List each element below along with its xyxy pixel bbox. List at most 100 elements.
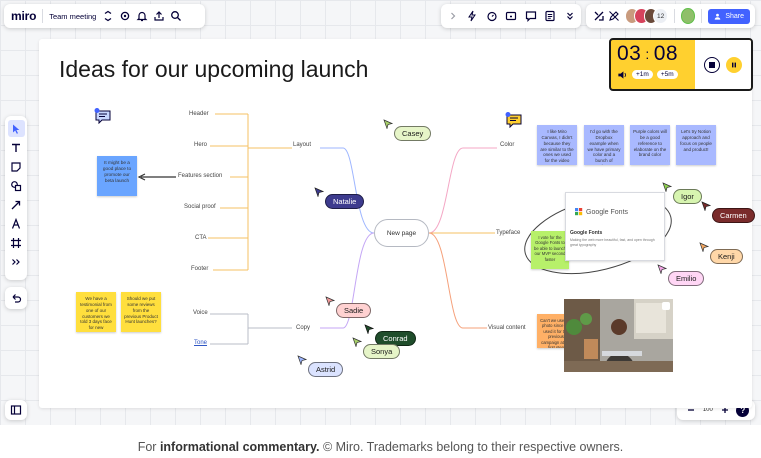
branch-copy[interactable]: Copy <box>296 325 311 331</box>
add-1-minute-button[interactable]: +1m <box>632 70 653 79</box>
branch-color[interactable]: Color <box>500 142 515 148</box>
mindmap-center-node[interactable]: New page <box>374 219 429 247</box>
cursor-carmen: Carmen <box>701 201 755 223</box>
cursor-astrid: Astrid <box>297 355 344 377</box>
frame-tool-icon[interactable] <box>8 234 25 251</box>
sticky-note-features[interactable]: It might be a good place to promote our … <box>97 156 137 196</box>
frames-panel-button[interactable] <box>5 400 27 420</box>
pencil-icon[interactable] <box>606 8 621 25</box>
sticky-note-typeface[interactable]: I vote for the Google Fonts to be able t… <box>531 231 569 269</box>
undo-button[interactable] <box>5 287 27 309</box>
sticky-note-color-1[interactable]: I like Miro Canvas, I didn't because the… <box>537 125 577 165</box>
upload-icon[interactable] <box>150 8 167 25</box>
notes-icon[interactable] <box>542 8 559 25</box>
google-fonts-body: Making the web more beautiful, fast, and… <box>570 238 655 247</box>
footer-prefix: For <box>137 440 160 454</box>
cursor-pointer-icon <box>662 182 672 192</box>
share-button[interactable]: Share <box>708 8 751 24</box>
sticky-icon[interactable] <box>8 158 25 175</box>
cursor-pointer-icon <box>657 264 667 274</box>
cursor-pointer-icon <box>364 324 374 334</box>
text-icon[interactable] <box>8 139 25 156</box>
zoom-in-icon[interactable] <box>716 402 733 419</box>
shapes-icon[interactable] <box>8 177 25 194</box>
layout-item-features[interactable]: Features section <box>178 173 223 179</box>
zoom-out-icon[interactable] <box>683 402 700 419</box>
cursor-igor: Igor <box>662 182 702 204</box>
avatar[interactable] <box>680 8 696 24</box>
menu-chevron-icon[interactable] <box>99 8 116 25</box>
volume-icon[interactable] <box>617 69 628 80</box>
office-photo <box>564 299 673 372</box>
branch-visual-content[interactable]: Visual content <box>488 325 526 331</box>
sticky-note-color-4[interactable]: Let's try Notion approach and focus on p… <box>676 125 716 165</box>
footer-suffix: © Miro. Trademarks belong to their respe… <box>319 440 624 454</box>
cursor-casey: Casey <box>383 119 432 141</box>
lightning-icon[interactable] <box>464 8 481 25</box>
miro-board[interactable]: miro Team meeting 12 <box>0 0 761 425</box>
pause-icon[interactable] <box>726 56 742 73</box>
board-heading[interactable]: Ideas for our upcoming launch <box>59 56 369 82</box>
reaction-icon[interactable] <box>591 8 606 25</box>
cursor-pointer-icon <box>701 201 711 211</box>
miro-logo[interactable]: miro <box>11 9 37 23</box>
branch-layout[interactable]: Layout <box>293 142 312 148</box>
copy-item-tone[interactable]: Tone <box>194 340 208 346</box>
layout-item-hero[interactable]: Hero <box>194 142 208 148</box>
frame-icon[interactable] <box>503 8 520 25</box>
cursor-pointer-icon <box>352 337 362 347</box>
board-name[interactable]: Team meeting <box>49 11 97 21</box>
pen-icon[interactable] <box>8 215 25 232</box>
cursor-label: Sadie <box>336 303 372 318</box>
board-header: miro Team meeting <box>4 4 205 28</box>
comment-bubble-icon[interactable] <box>94 108 112 125</box>
layout-item-footer[interactable]: Footer <box>191 266 209 272</box>
sticky-note-color-3[interactable]: Purple colors will be a good reference t… <box>630 125 670 165</box>
cursor-sadie: Sadie <box>325 296 372 318</box>
google-fonts-card[interactable]: Google Fonts Google Fonts Making the web… <box>565 192 665 261</box>
timer-display: 03 : 08 +1m +5m <box>611 40 695 89</box>
more-chevron-icon[interactable] <box>561 8 578 25</box>
timer-minutes: 03 <box>617 42 642 65</box>
divider <box>701 9 703 23</box>
layout-item-cta[interactable]: CTA <box>195 235 207 241</box>
stop-icon[interactable] <box>704 56 720 73</box>
photo-thumbnail[interactable] <box>564 299 673 372</box>
footer-bold: informational commentary. <box>159 440 320 454</box>
branch-typeface[interactable]: Typeface <box>496 230 521 236</box>
collaborator-count[interactable]: 12 <box>653 8 668 24</box>
more-tools-icon[interactable] <box>8 253 25 270</box>
layout-item-header[interactable]: Header <box>189 111 209 117</box>
footer-caption: For informational commentary. © Miro. Tr… <box>0 440 761 454</box>
sticky-note-voice-2[interactable]: Should we put some reviews from the prev… <box>121 292 161 332</box>
chevron-right-icon[interactable] <box>444 8 461 25</box>
cursor-pointer-icon <box>314 187 324 197</box>
google-fonts-logo: Google Fonts <box>575 208 664 216</box>
sticky-note-voice-1[interactable]: We have a testimonial from one of our cu… <box>76 292 116 332</box>
divider <box>673 9 675 23</box>
cursor-natalie: Natalie <box>314 187 365 209</box>
arrow-icon[interactable] <box>8 196 25 213</box>
sticky-note-color-2[interactable]: I'd go with the Dropbox example when we … <box>584 125 624 165</box>
layout-item-social-proof[interactable]: Social proof <box>184 204 216 210</box>
undo-icon[interactable] <box>8 290 25 307</box>
cursor-kenji: Kenji <box>699 242 743 264</box>
cursor-icon[interactable] <box>7 120 25 137</box>
cursor-label: Kenji <box>710 249 743 264</box>
cursor-label: Astrid <box>308 362 344 377</box>
cursor-emilio: Emilio <box>657 264 705 286</box>
search-icon[interactable] <box>167 8 184 25</box>
timer-colon: : <box>645 46 650 62</box>
timer-icon[interactable] <box>483 8 500 25</box>
panel-icon[interactable] <box>8 402 25 419</box>
timer-widget: 03 : 08 +1m +5m <box>609 38 753 91</box>
board-toolbar <box>441 4 581 28</box>
comment-bubble-icon[interactable] <box>505 112 523 129</box>
add-5-minutes-button[interactable]: +5m <box>656 70 678 79</box>
comment-icon[interactable] <box>522 8 539 25</box>
zoom-level[interactable]: 100 <box>702 407 713 413</box>
copy-item-voice[interactable]: Voice <box>193 310 208 316</box>
bell-icon[interactable] <box>133 8 150 25</box>
gear-icon[interactable] <box>116 8 133 25</box>
